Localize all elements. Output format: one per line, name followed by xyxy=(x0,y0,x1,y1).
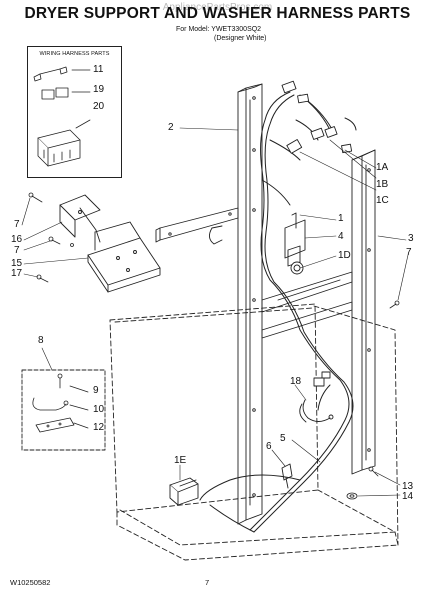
callout-20: 20 xyxy=(93,101,105,112)
left-support xyxy=(237,83,263,525)
screws-left xyxy=(28,192,74,283)
harness-connectors xyxy=(281,80,353,387)
callout-7-right: 7 xyxy=(406,247,412,258)
callout-12: 12 xyxy=(93,422,105,433)
callout-8: 8 xyxy=(38,335,44,346)
watermark: AppliancePartsPros.com xyxy=(162,2,273,13)
model-variant: (Designer White) xyxy=(214,35,267,42)
callout-16: 16 xyxy=(11,234,23,245)
cross-bracket-left xyxy=(155,207,239,243)
callout-1e: 1E xyxy=(174,455,187,466)
callout-14: 14 xyxy=(402,491,414,502)
kit-part-11 xyxy=(33,66,91,82)
callout-1: 1 xyxy=(338,213,344,224)
callout-5: 5 xyxy=(280,433,286,444)
model-line: For Model: YWET3300SQ2 xyxy=(176,26,262,33)
callout-11: 11 xyxy=(93,64,104,75)
inset-box-group-8 xyxy=(21,369,106,451)
callout-18: 18 xyxy=(290,376,302,387)
kit-part-20 xyxy=(37,119,91,167)
callout-2: 2 xyxy=(168,122,174,133)
document-code: W10250582 xyxy=(10,578,51,587)
callout-15: 15 xyxy=(11,258,23,269)
callout-1b: 1B xyxy=(376,179,389,190)
mounting-bracket-assembly xyxy=(59,194,161,293)
page-title: DRYER SUPPORT AND WASHER HARNESS PARTS xyxy=(24,5,411,22)
callout-17: 17 xyxy=(11,268,23,279)
callout-13: 13 xyxy=(402,481,414,492)
callout-7-left-mid: 7 xyxy=(14,245,20,256)
harness-hook xyxy=(209,225,223,245)
callout-1a: 1A xyxy=(376,162,389,173)
cross-bracket-lower xyxy=(261,301,353,339)
wire-assembly-18 xyxy=(299,399,334,423)
kit-part-19 xyxy=(41,87,91,100)
inset-parts-group-8 xyxy=(32,373,89,433)
right-support xyxy=(351,149,376,475)
leader-lines xyxy=(21,127,409,497)
harness-bracket xyxy=(284,212,306,267)
callout-1c: 1C xyxy=(376,195,389,206)
callout-9: 9 xyxy=(93,385,99,396)
callout-4: 4 xyxy=(338,231,344,242)
callout-1d: 1D xyxy=(338,250,351,261)
connector-block-1e xyxy=(169,477,199,506)
kit-box-title: WIRING HARNESS PARTS xyxy=(39,51,110,57)
callout-3: 3 xyxy=(408,233,414,244)
callout-7-left-top: 7 xyxy=(14,219,20,230)
washer-cabinet-outline xyxy=(109,303,399,561)
wiring-harness-kit-box: WIRING HARNESS PARTS xyxy=(27,46,122,178)
callout-10: 10 xyxy=(93,404,105,415)
screws-right xyxy=(346,300,400,500)
callout-19: 19 xyxy=(93,84,105,95)
cross-bracket-right xyxy=(261,271,353,313)
clip-6 xyxy=(281,463,293,489)
callout-6: 6 xyxy=(266,441,272,452)
main-wiring-harness xyxy=(199,91,357,533)
page-number: 7 xyxy=(205,578,210,587)
